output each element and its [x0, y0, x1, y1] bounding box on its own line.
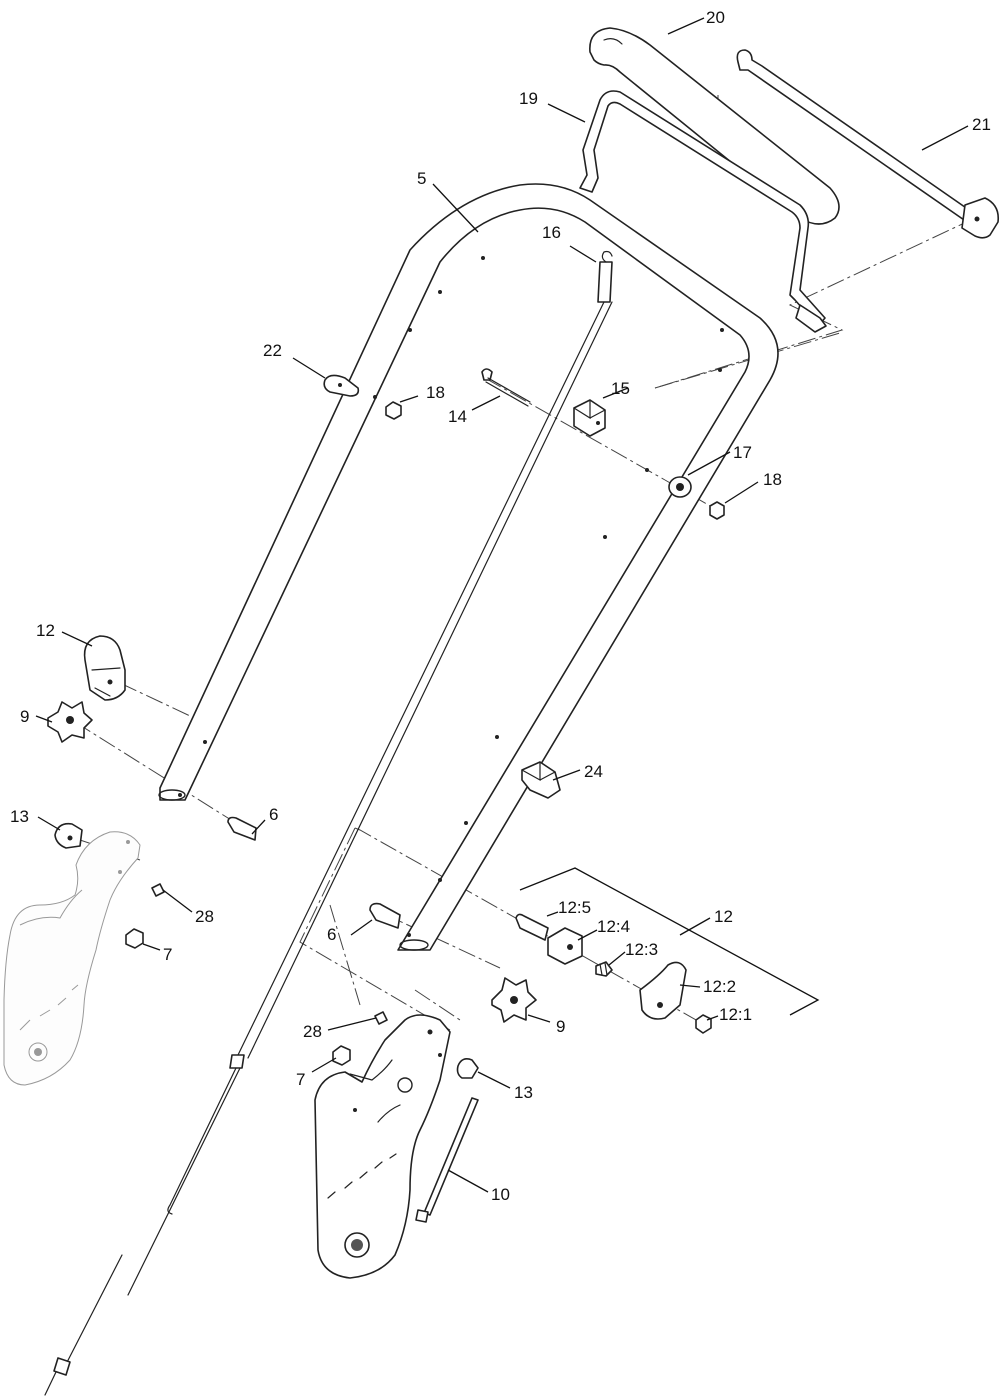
callout-12-3: 12:3	[625, 940, 658, 959]
leader-lines	[35, 17, 969, 1193]
cable-guide-part-24	[521, 761, 561, 799]
lever-part-12-2	[639, 961, 687, 1020]
washer-part-17	[668, 476, 692, 498]
nut-part-7b	[332, 1045, 351, 1066]
callout-18-lower: 18	[763, 470, 782, 489]
screw-part-28b	[374, 1011, 388, 1025]
bolt-part-14	[481, 368, 531, 407]
nut-part-18b	[709, 501, 725, 520]
upper-handle-part-5	[158, 183, 779, 951]
bail-part-19	[579, 90, 827, 333]
callout-6-left: 6	[269, 805, 278, 824]
callout-22: 22	[263, 341, 282, 360]
bushing-part-12-4	[547, 927, 583, 965]
screw-part-28a	[151, 883, 165, 897]
callout-13-right: 13	[514, 1083, 533, 1102]
rod-part-10	[415, 1097, 479, 1223]
callout-17: 17	[733, 443, 752, 462]
star-knob-part-9b	[491, 977, 537, 1023]
callout-12-1: 12:1	[719, 1005, 752, 1024]
callout-13-left: 13	[10, 807, 29, 826]
callout-12-4: 12:4	[597, 917, 630, 936]
right-side-plate	[314, 1014, 451, 1279]
left-side-plate	[3, 831, 141, 1086]
nut-part-12-1	[695, 1014, 712, 1034]
pin-part-12-5	[515, 913, 549, 941]
callout-28-right: 28	[303, 1022, 322, 1041]
callout-labels: 20 19 21 5 16 22 18 15 14 17 18 12 9 24 …	[10, 8, 991, 1204]
callout-7-left: 7	[163, 945, 172, 964]
callout-7-right: 7	[296, 1070, 305, 1089]
pin-part-6b	[369, 902, 401, 929]
pin-part-6a	[227, 816, 257, 841]
callout-6-right: 6	[327, 925, 336, 944]
knob-lever-part-12a	[83, 635, 126, 701]
callout-12-right: 12	[714, 907, 733, 926]
cable-part-16	[44, 250, 613, 1396]
callout-10: 10	[491, 1185, 510, 1204]
callout-14: 14	[448, 407, 467, 426]
phantom-lines	[74, 95, 976, 1031]
star-knob-part-9a	[47, 701, 93, 743]
rod-part-21	[736, 49, 1000, 239]
nut-part-18a	[385, 401, 402, 420]
callout-9-left: 9	[20, 707, 29, 726]
callout-9-right: 9	[556, 1017, 565, 1036]
callout-28-left: 28	[195, 907, 214, 926]
pivot-cap-part-13a	[54, 822, 83, 849]
bail-grip-part-20	[589, 27, 840, 225]
callout-5: 5	[417, 169, 426, 188]
callout-12-2: 12:2	[703, 977, 736, 996]
callout-20: 20	[706, 8, 725, 27]
callout-15: 15	[611, 379, 630, 398]
kit-bracket-12	[519, 867, 820, 1016]
callout-16: 16	[542, 223, 561, 242]
nut-part-7a	[125, 928, 144, 949]
callout-19: 19	[519, 89, 538, 108]
callout-12-left: 12	[36, 621, 55, 640]
spring-part-12-3	[595, 961, 613, 977]
callout-18-upper: 18	[426, 383, 445, 402]
callout-12-5: 12:5	[558, 898, 591, 917]
cable-clip-part-22	[323, 374, 360, 397]
spacer-part-15	[573, 399, 606, 437]
pivot-cap-part-13b	[456, 1058, 479, 1079]
callout-24: 24	[584, 762, 603, 781]
callout-21: 21	[972, 115, 991, 134]
